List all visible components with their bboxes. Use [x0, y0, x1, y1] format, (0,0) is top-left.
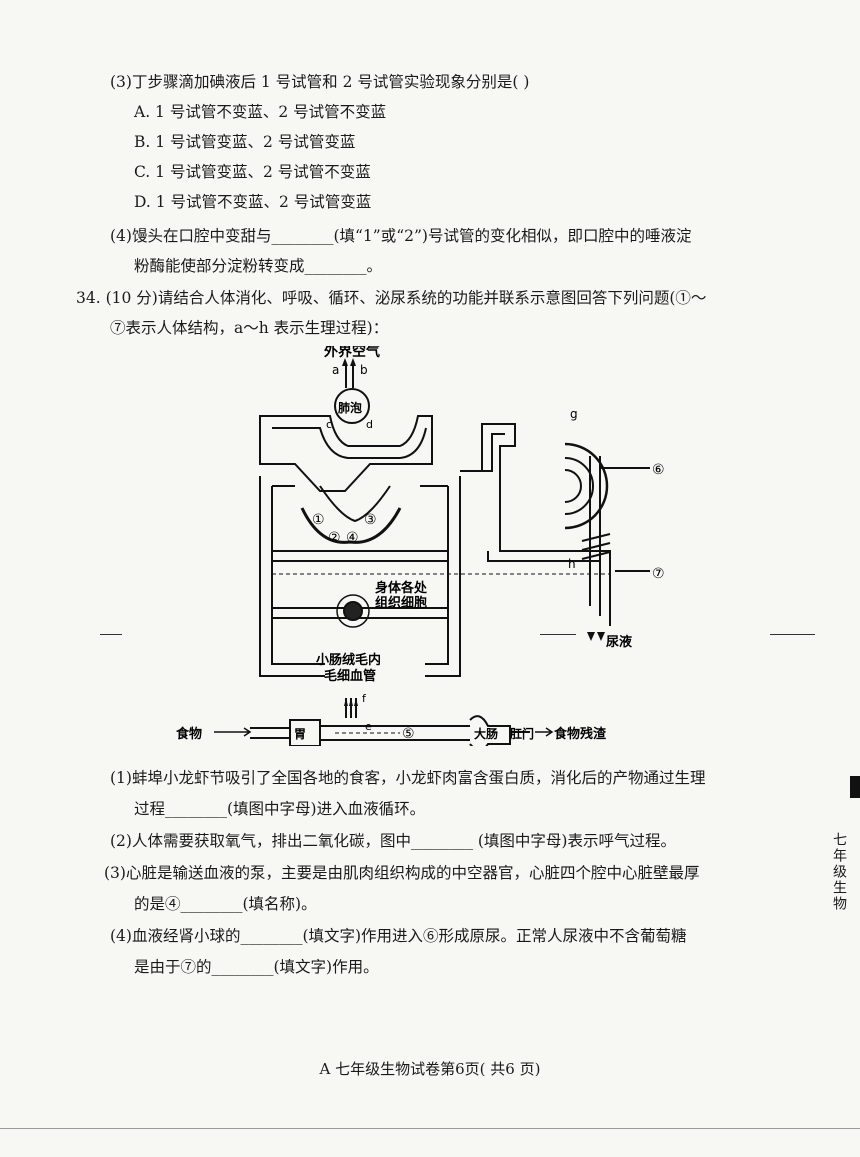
sub-3-line-2: 的是④________(填名称)。 — [134, 895, 317, 913]
label-5: ⑤ — [402, 726, 415, 742]
label-alveoli: 肺泡 — [338, 400, 362, 415]
label-anus: 肛门 — [510, 726, 534, 741]
label-urine: 尿液 — [606, 634, 632, 650]
label-2: ② — [328, 530, 341, 546]
label-4: ④ — [346, 530, 359, 546]
sub-4-line-2: 是由于⑦的________(填文字)作用。 — [134, 958, 379, 976]
sub-2: (2)人体需要获取氧气，排出二氧化碳，图中________ (填图中字母)表示呼… — [110, 832, 676, 850]
label-f: f — [362, 692, 367, 705]
dash-mid — [540, 634, 576, 635]
bottom-rule — [0, 1128, 860, 1129]
q4-line-1: (4)馒头在口腔中变甜与________(填“1”或“2”)号试管的变化相似，即… — [110, 227, 692, 245]
label-7: ⑦ — [652, 566, 665, 582]
label-3: ③ — [364, 512, 377, 528]
dash-right — [770, 634, 815, 635]
label-tissue-cells-2: 组织细胞 — [375, 595, 427, 611]
label-h: h — [568, 557, 576, 571]
q3-stem: (3)丁步骤滴加碘液后 1 号试管和 2 号试管实验现象分别是( ) — [110, 73, 530, 91]
q34-line-2: ⑦表示人体结构，a～h 表示生理过程)： — [110, 319, 389, 337]
q3-option-c: C. 1 号试管变蓝、2 号试管不变蓝 — [134, 163, 371, 181]
label-tissue-cells-1: 身体各处 — [375, 580, 428, 596]
label-d: d — [366, 418, 373, 431]
label-outside-air: 外界空气 — [324, 346, 380, 360]
q3-option-d: D. 1 号试管不变蓝、2 号试管变蓝 — [134, 193, 372, 211]
sub-1-line-1: (1)蚌埠小龙虾节吸引了全国各地的食客，小龙虾肉富含蛋白质，消化后的产物通过生理 — [110, 769, 706, 787]
label-residue: 食物残渣 — [554, 726, 607, 742]
label-a: a — [332, 363, 339, 377]
dash-left — [100, 634, 122, 635]
sub-3-line-1: (3)心脏是输送血液的泵，主要是由肌肉组织构成的中空器官，心脏四个腔中心脏壁最厚 — [104, 864, 700, 882]
label-g: g — [570, 407, 578, 421]
label-1: ① — [312, 512, 325, 528]
page-footer: A 七年级生物试卷第6页( 共6 页) — [319, 1060, 541, 1078]
sub-4-line-1: (4)血液经肾小球的________(填文字)作用进入⑥形成原尿。正常人尿液中不… — [110, 927, 687, 945]
q34-line-1: 34. (10 分)请结合人体消化、呼吸、循环、泌尿系统的功能并联系示意图回答下… — [76, 289, 707, 307]
label-c: c — [326, 418, 332, 431]
label-large-intestine: 大肠 — [474, 726, 498, 741]
side-subject-label: 七年级生物 — [831, 832, 847, 912]
label-stomach: 胃 — [294, 727, 306, 741]
label-food: 食物 — [176, 726, 202, 742]
q3-option-b: B. 1 号试管变蓝、2 号试管变蓝 — [134, 133, 356, 151]
sub-1-line-2: 过程________(填图中字母)进入血液循环。 — [134, 800, 426, 818]
label-e: e — [365, 720, 372, 733]
physiology-diagram: 外界空气 a b 肺泡 c d g ⑥ ① ③ ② ④ h ⑦ 身体各处 组织细… — [176, 346, 665, 746]
edge-mark — [850, 776, 860, 798]
q3-option-a: A. 1 号试管不变蓝、2 号试管不变蓝 — [134, 103, 387, 121]
label-b: b — [360, 363, 368, 377]
q4-line-2: 粉酶能使部分淀粉转变成________。 — [134, 257, 383, 275]
label-villi-1: 小肠绒毛内 — [316, 652, 381, 668]
label-villi-2: 毛细血管 — [324, 668, 376, 684]
label-6: ⑥ — [652, 462, 665, 478]
